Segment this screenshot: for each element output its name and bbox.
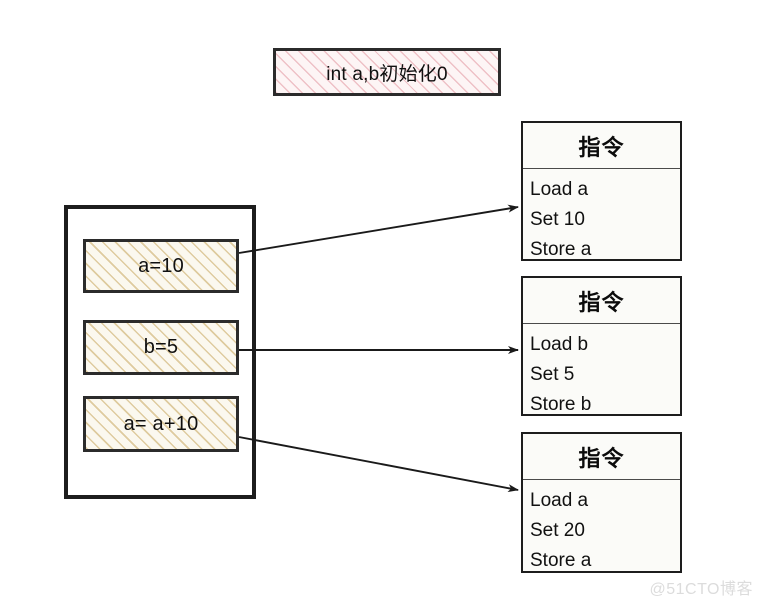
instruction-line: Load b bbox=[530, 334, 589, 355]
instruction-card-body: Load b Set 5 Store b bbox=[523, 324, 680, 420]
statement-box-b-equals-5: b=5 bbox=[83, 320, 239, 375]
instruction-line: Store a bbox=[530, 239, 592, 260]
instruction-card-body: Load a Set 20 Store a bbox=[523, 480, 680, 576]
statement-label: a= a+10 bbox=[123, 412, 199, 435]
instruction-card-header: 指令 bbox=[523, 434, 680, 480]
instruction-line: Store b bbox=[530, 394, 592, 415]
watermark-label: @51CTO博客 bbox=[649, 581, 753, 598]
instruction-line: Set 10 bbox=[530, 209, 585, 230]
instruction-line: Set 20 bbox=[530, 520, 585, 541]
statement-box-a-equals-a-plus-10: a= a+10 bbox=[83, 396, 239, 452]
instruction-line: Load a bbox=[530, 490, 589, 511]
connector-arrows bbox=[238, 204, 519, 493]
arrow-a10-to-instr1 bbox=[238, 204, 519, 254]
instruction-card-header: 指令 bbox=[523, 278, 680, 324]
instruction-card-header: 指令 bbox=[523, 123, 680, 169]
instruction-card-body: Load a Set 10 Store a bbox=[523, 169, 680, 265]
arrow-aplus-to-instr3 bbox=[238, 436, 519, 493]
instruction-line: Store a bbox=[530, 550, 592, 571]
statement-label: b=5 bbox=[143, 336, 179, 358]
instruction-card-2: 指令 Load b Set 5 Store b bbox=[521, 276, 682, 416]
instruction-line: Set 5 bbox=[530, 364, 575, 385]
statement-box-a-equals-10: a=10 bbox=[83, 239, 239, 293]
instruction-line: Load a bbox=[530, 179, 589, 200]
instruction-card-3: 指令 Load a Set 20 Store a bbox=[521, 432, 682, 573]
statement-label: a=10 bbox=[138, 254, 184, 277]
instruction-card-1: 指令 Load a Set 10 Store a bbox=[521, 121, 682, 261]
init-declaration-box: int a,b初始化0 bbox=[273, 48, 501, 96]
init-declaration-label: int a,b初始化0 bbox=[326, 63, 448, 85]
